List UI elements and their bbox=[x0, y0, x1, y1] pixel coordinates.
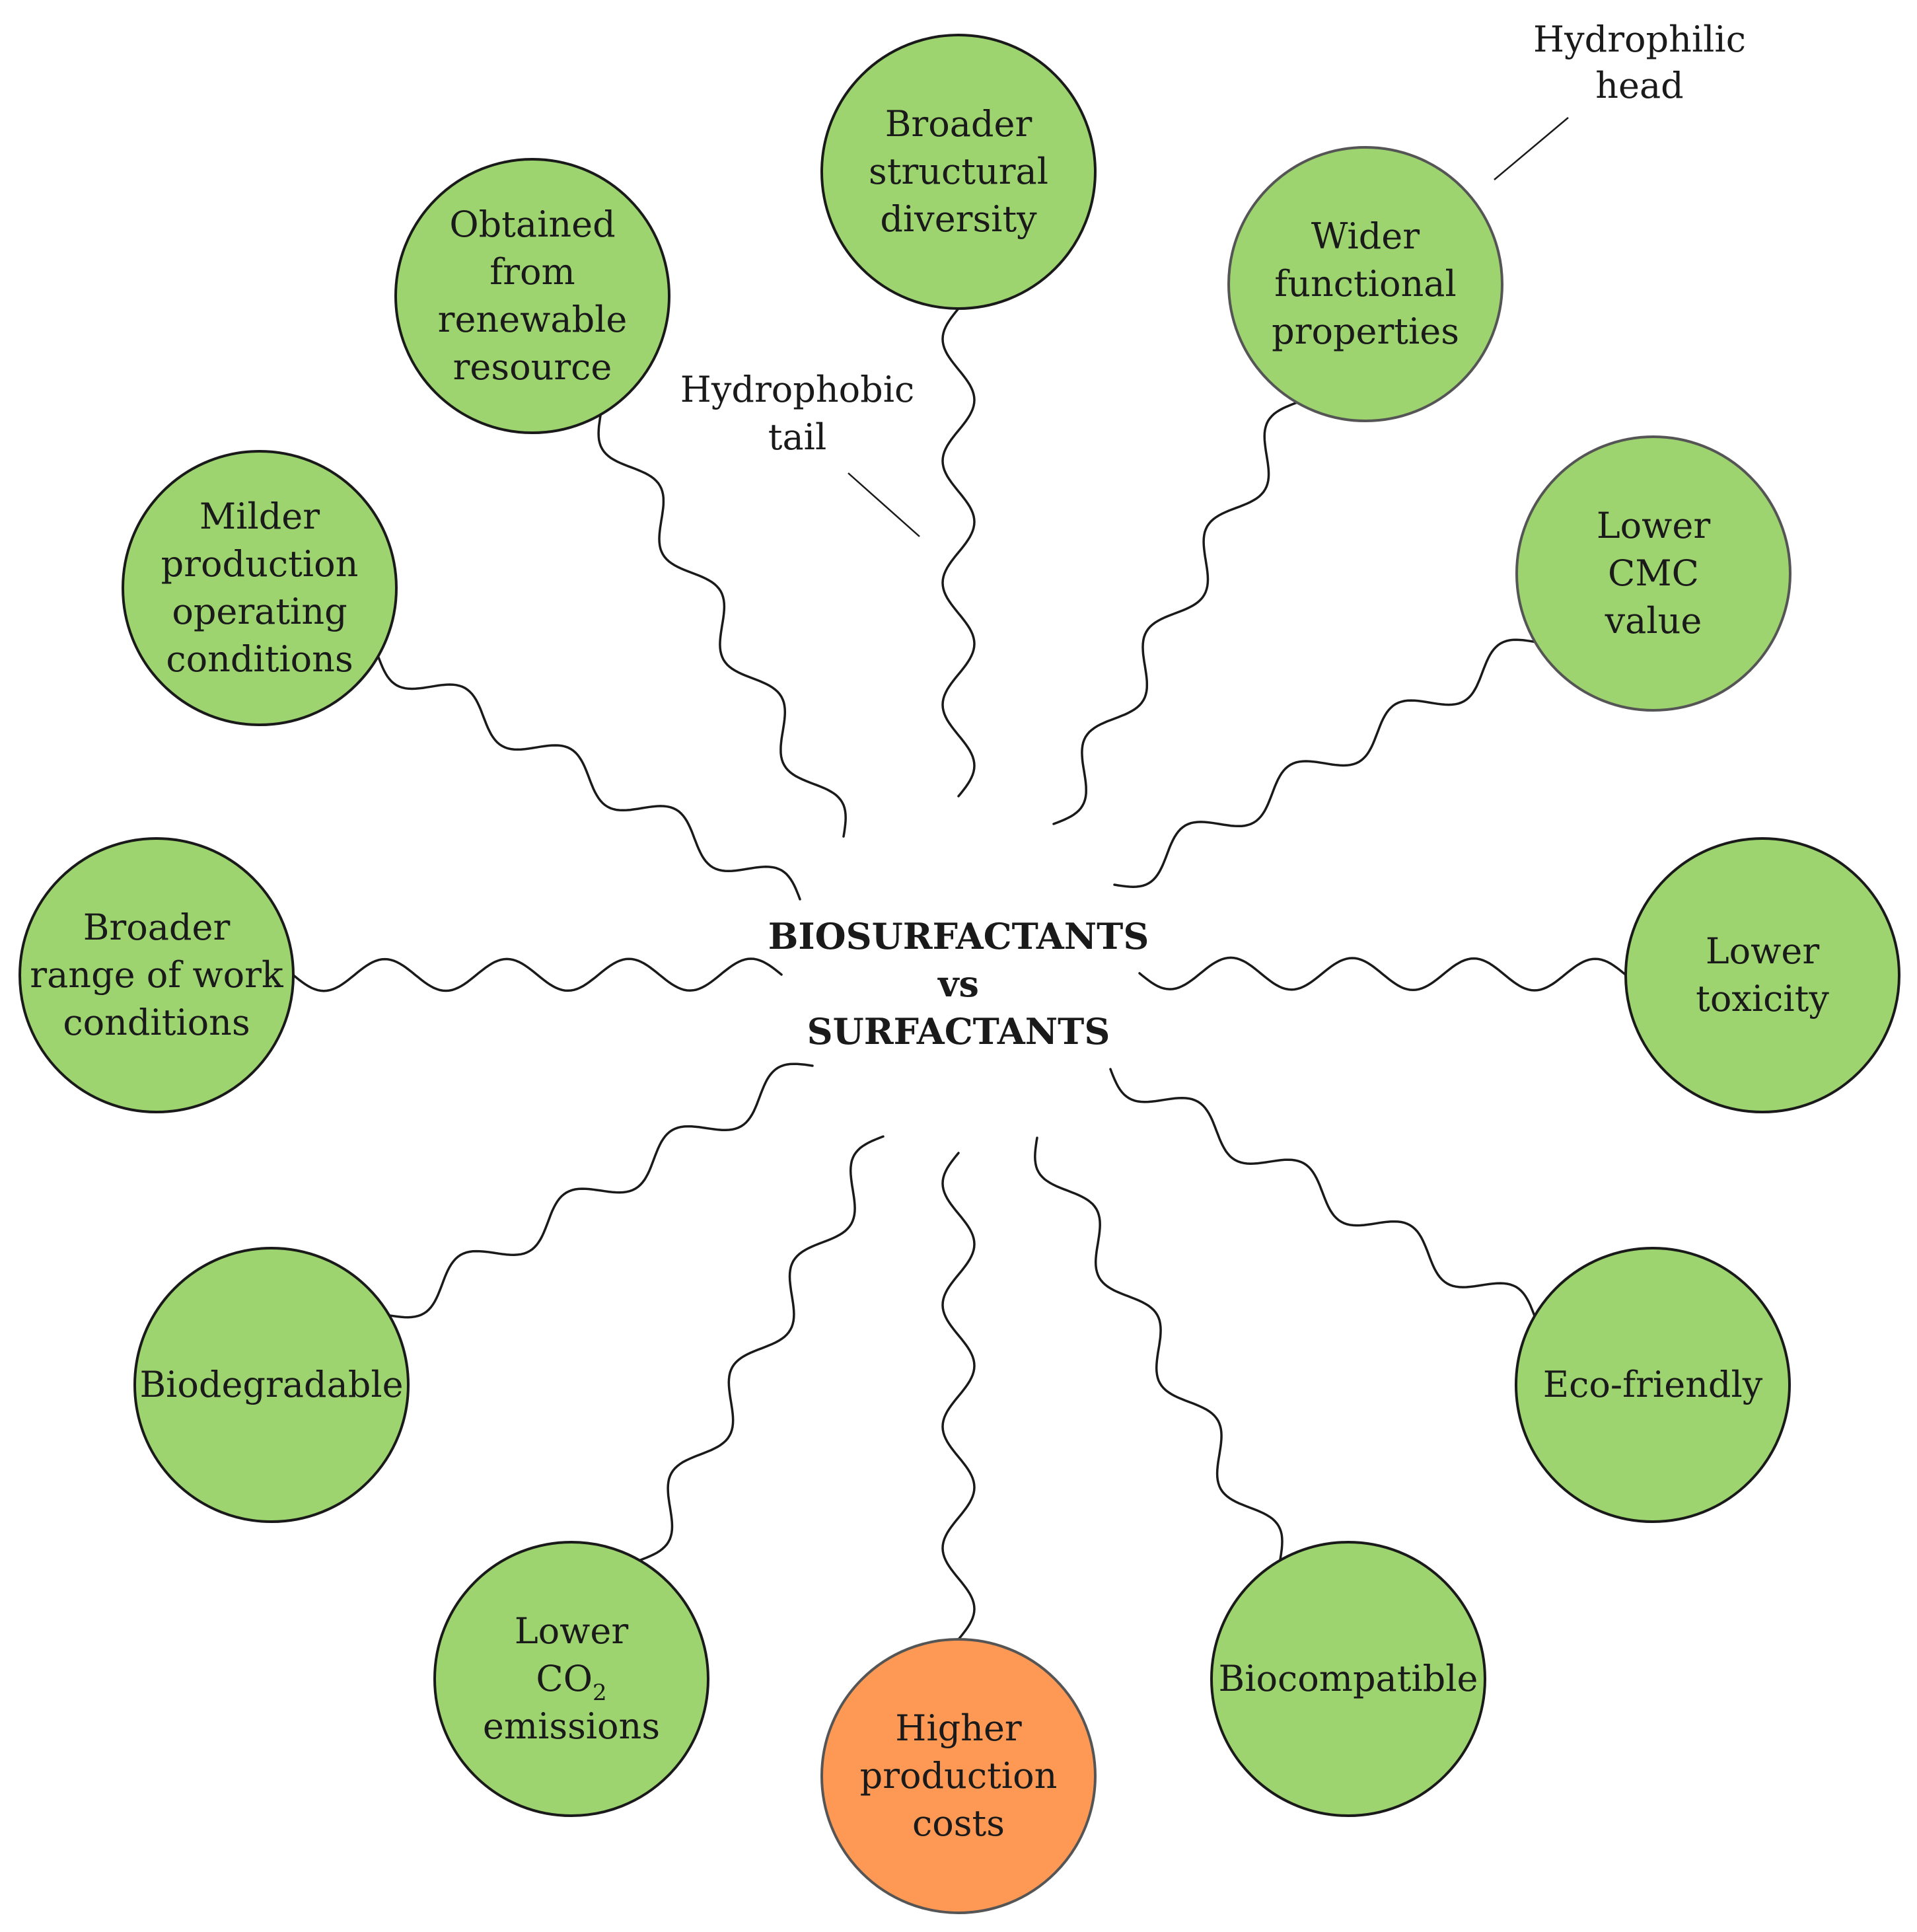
circle-lower-toxicity bbox=[1624, 837, 1900, 1113]
tail-obtained-from-renewable-resource bbox=[597, 413, 847, 838]
circle-broader-range-of-work-conditions bbox=[18, 837, 295, 1113]
label-broader-range-of-work-conditions-line-1: Broader bbox=[83, 907, 231, 948]
circle-lower-cmc-value bbox=[1515, 435, 1791, 712]
label-lower-cmc-value-line-3: value bbox=[1605, 600, 1702, 642]
label-milder-production-operating-conditions-line-4: conditions bbox=[166, 638, 353, 680]
label-broader-range-of-work-conditions-line-3: conditions bbox=[63, 1002, 250, 1043]
circle-obtained-from-renewable-resource bbox=[394, 158, 670, 434]
label-higher-production-costs-line-3: costs bbox=[912, 1802, 1005, 1844]
hydrophobic-label-line-1: Hydrophobic bbox=[680, 369, 914, 410]
circle-lower-co2-emissions bbox=[433, 1541, 709, 1817]
head-broader-range-of-work-conditions: Broader range of work conditions bbox=[18, 837, 295, 1113]
head-biodegradable: Biodegradable bbox=[133, 1247, 410, 1523]
tail-lower-toxicity bbox=[1138, 956, 1627, 992]
hydrophobic-tails bbox=[292, 307, 1627, 1641]
tail-lower-co2-emissions bbox=[638, 1135, 885, 1562]
hydrophobic-label-line-2: tail bbox=[768, 416, 826, 458]
label-broader-structural-diversity-line-1: Broader bbox=[885, 103, 1032, 145]
label-obtained-from-renewable-resource-line-1: Obtained bbox=[449, 204, 615, 245]
hydrophobic-pointer-line bbox=[848, 472, 920, 537]
label-milder-production-operating-conditions-line-3: operating bbox=[172, 591, 347, 632]
tail-broader-range-of-work-conditions bbox=[292, 957, 783, 992]
tail-biocompatible bbox=[1034, 1136, 1284, 1562]
circle-biodegradable bbox=[133, 1247, 410, 1523]
tail-lower-cmc-value bbox=[1113, 638, 1537, 888]
circle-higher-production-costs bbox=[820, 1638, 1097, 1914]
label-lower-co2-emissions-line-1: Lower bbox=[515, 1610, 629, 1652]
label-broader-structural-diversity-line-2: structural bbox=[869, 151, 1048, 192]
label-wider-functional-properties-line-1: Wider bbox=[1311, 215, 1420, 257]
head-biocompatible: Biocompatible bbox=[1210, 1541, 1486, 1817]
head-lower-toxicity: Lower toxicity bbox=[1624, 837, 1900, 1113]
label-lower-toxicity-line-1: Lower bbox=[1706, 930, 1820, 972]
label-biodegradable-line-1: Biodegradable bbox=[139, 1364, 403, 1405]
label-lower-co2-emissions-line-3: emissions bbox=[483, 1705, 660, 1747]
label-higher-production-costs-line-1: Higher bbox=[895, 1707, 1022, 1749]
circle-wider-functional-properties bbox=[1227, 146, 1503, 422]
label-lower-cmc-value-line-2: CMC bbox=[1608, 552, 1699, 594]
label-obtained-from-renewable-resource-line-3: renewable bbox=[438, 299, 628, 340]
head-milder-production-operating-conditions: Milder production operating conditions bbox=[122, 450, 398, 726]
circle-biocompatible bbox=[1210, 1541, 1486, 1817]
hydrophilic-label-line-2: head bbox=[1595, 65, 1684, 106]
hydrophilic-head-annotation: Hydrophilic head bbox=[1494, 19, 1746, 180]
label-milder-production-operating-conditions-line-2: production bbox=[161, 543, 359, 585]
head-broader-structural-diversity: Broader structural diversity bbox=[820, 34, 1097, 310]
center-title-line-2: vs bbox=[937, 963, 979, 1005]
hydrophobic-tail-annotation: Hydrophobic tail bbox=[680, 369, 920, 537]
center-title: BIOSURFACTANTS vs SURFACTANTS bbox=[768, 915, 1149, 1053]
circle-broader-structural-diversity bbox=[820, 34, 1097, 310]
head-eco-friendly: Eco-friendly bbox=[1515, 1247, 1791, 1523]
hydrophilic-pointer-line bbox=[1494, 117, 1569, 180]
head-higher-production-costs: Higher production costs bbox=[820, 1638, 1097, 1914]
circle-eco-friendly bbox=[1515, 1247, 1791, 1523]
tail-biodegradable bbox=[388, 1062, 814, 1319]
label-milder-production-operating-conditions-line-1: Milder bbox=[199, 496, 320, 537]
tail-wider-functional-properties bbox=[1052, 401, 1299, 825]
head-obtained-from-renewable-resource: Obtained from renewable resource bbox=[394, 158, 670, 434]
hydrophilic-heads: Broader structural diversity Wider functiona… bbox=[18, 34, 1900, 1914]
label-lower-toxicity-line-2: toxicity bbox=[1696, 978, 1829, 1020]
label-obtained-from-renewable-resource-line-4: resource bbox=[453, 346, 612, 388]
label-eco-friendly-line-1: Eco-friendly bbox=[1543, 1364, 1763, 1405]
label-wider-functional-properties-line-3: properties bbox=[1272, 311, 1459, 352]
label-biocompatible-line-1: Biocompatible bbox=[1219, 1658, 1478, 1699]
label-obtained-from-renewable-resource-line-2: from bbox=[489, 251, 575, 293]
label-broader-structural-diversity-line-3: diversity bbox=[880, 198, 1037, 240]
tail-broader-structural-diversity bbox=[941, 307, 976, 798]
label-subscript: 2 bbox=[593, 1680, 607, 1706]
hydrophilic-label-line-1: Hydrophilic bbox=[1533, 19, 1746, 60]
head-wider-functional-properties: Wider functional properties bbox=[1227, 146, 1503, 422]
center-title-line-3: SURFACTANTS bbox=[807, 1010, 1110, 1053]
label-wider-functional-properties-line-2: functional bbox=[1274, 263, 1457, 305]
tail-milder-production-operating-conditions bbox=[377, 655, 801, 901]
tail-eco-friendly bbox=[1109, 1068, 1536, 1318]
circle-milder-production-operating-conditions bbox=[122, 450, 398, 726]
center-title-line-1: BIOSURFACTANTS bbox=[768, 915, 1149, 957]
label-lower-cmc-value-line-1: Lower bbox=[1597, 505, 1711, 546]
label-broader-range-of-work-conditions-line-2: range of work bbox=[30, 954, 284, 996]
tail-higher-production-costs bbox=[941, 1152, 976, 1641]
label-higher-production-costs-line-2: production bbox=[860, 1755, 1058, 1797]
